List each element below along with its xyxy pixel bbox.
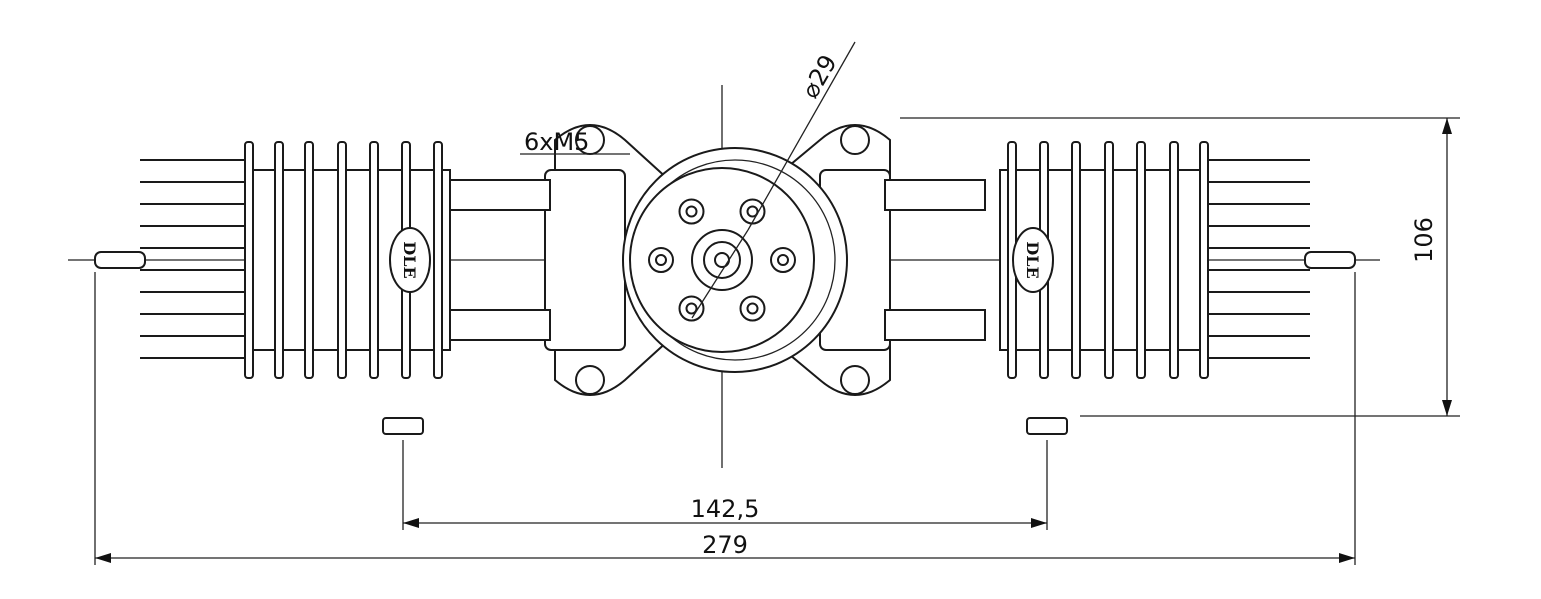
shaft-boss	[691, 229, 753, 291]
cylinder-fin	[433, 141, 443, 379]
crankcase-boss-left	[544, 169, 626, 351]
bolt-hole	[770, 247, 796, 273]
crankcase-arm	[884, 309, 986, 341]
logo-right: DLE	[1012, 227, 1054, 293]
mount-spacing-label: 142,5	[691, 495, 760, 523]
logo-left: DLE	[389, 227, 431, 293]
bolt-hole	[648, 247, 674, 273]
diameter-leader-extension	[691, 229, 749, 319]
shaft-right	[1304, 251, 1356, 269]
bolt-hole	[678, 198, 705, 225]
mount-hole	[840, 125, 870, 155]
bolt-hole-inner	[746, 205, 759, 218]
bolt-hole	[739, 295, 766, 322]
logo-badge	[1012, 227, 1054, 293]
cylinder-fin	[337, 141, 347, 379]
bolt-callout-label: 6xM5	[524, 128, 589, 156]
bolt-hole-inner	[685, 205, 698, 218]
mount-stud-left	[382, 417, 424, 435]
overall-width-label: 279	[702, 531, 748, 559]
bolt-holes	[648, 198, 796, 322]
bolt-hole	[739, 198, 766, 225]
crankcase	[449, 124, 986, 396]
bolt-circle-plate	[629, 167, 815, 353]
shaft-left	[94, 251, 146, 269]
cylinder-fin	[1071, 141, 1081, 379]
cylinder-fin	[1169, 141, 1179, 379]
crankcase-arm	[449, 309, 551, 341]
bolt-hole-inner	[655, 254, 667, 266]
shaft-boss-inner	[703, 241, 741, 279]
bolt-hole-inner	[685, 302, 698, 315]
crankcase-arm	[884, 179, 986, 211]
cylinder-fin	[1104, 141, 1114, 379]
mount-stud-right	[1026, 417, 1068, 435]
diameter-leader	[747, 41, 856, 231]
bolt-hole-inner	[777, 254, 789, 266]
cylinder-fin	[369, 141, 379, 379]
logo-badge	[389, 227, 431, 293]
mount-hole	[575, 365, 605, 395]
cylinder-fin	[1199, 141, 1209, 379]
mount-hole	[840, 365, 870, 395]
cylinder-fin	[244, 141, 254, 379]
logo-text: DLE	[400, 241, 419, 278]
bolt-hole-inner	[746, 302, 759, 315]
bolt-hole	[678, 295, 705, 322]
cylinder-fin	[304, 141, 314, 379]
crankcase-arm	[449, 179, 551, 211]
logo-text: DLE	[1023, 241, 1042, 278]
cylinder-fin	[1136, 141, 1146, 379]
height-label: 106	[1410, 217, 1438, 263]
cylinder-fin	[274, 141, 284, 379]
